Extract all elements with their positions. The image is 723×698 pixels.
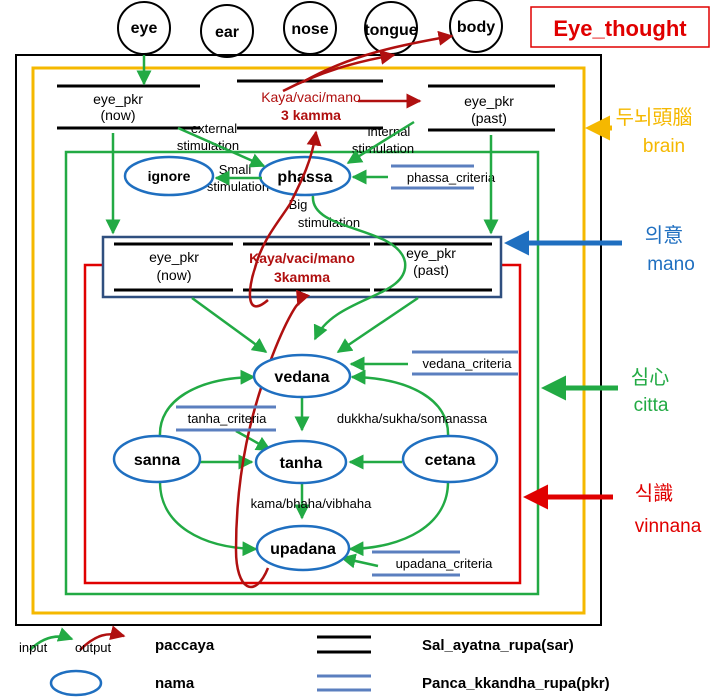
mano-box <box>101 235 503 299</box>
sense-ear-circle <box>200 4 254 58</box>
mano-kamma-to-brain-arrow <box>248 130 322 308</box>
small-stimulation-line1: Small <box>219 162 252 177</box>
tanha-criteria-label: tanha_criteria <box>188 411 268 426</box>
legend-pkr-label: Panca_kkandha_rupa(pkr) <box>422 675 610 692</box>
brain-label-line1: 두뇌頭腦 <box>616 106 693 129</box>
mano-label-line1: 의意 <box>645 224 683 247</box>
mano-kamma-line2: 3kamma <box>274 269 330 285</box>
citta-frame <box>64 150 540 596</box>
criteria-to-upadana-arrow <box>340 553 379 569</box>
upadana-label: upadana <box>270 541 336 558</box>
mano-past-to-vedana-arrow <box>336 296 419 354</box>
sense-ear-label: ear <box>215 24 239 41</box>
vedana-label: vedana <box>274 369 329 386</box>
cetana-label: cetana <box>425 452 476 469</box>
input-arrows <box>105 55 499 569</box>
brain-sar-bars <box>57 79 555 132</box>
phassa-nama-ellipse <box>258 155 352 197</box>
kamma-to-sense-arrow <box>302 30 454 84</box>
sense-eye-label: eye <box>131 20 158 37</box>
phassa-big-to-vedana-arrow <box>311 195 407 341</box>
diagram-title: Eye_thought <box>553 16 687 41</box>
big-stimulation-line1: Big <box>289 197 308 212</box>
legend-sar-label: Sal_ayatna_rupa(sar) <box>422 637 574 654</box>
brain-kamma-line2: 3 kamma <box>281 107 341 123</box>
sense-tongue-label: tongue <box>364 22 417 39</box>
citta-label-line2: citta <box>634 395 669 416</box>
phassa-label: phassa <box>277 169 332 186</box>
sanna-label: sanna <box>134 452 180 469</box>
mano-eye-pkr-now-line2: (now) <box>156 267 191 283</box>
mano-eye-pkr-past-line2: (past) <box>413 262 449 278</box>
brain-eye-pkr-now-line2: (now) <box>100 107 135 123</box>
phassa-criteria-label: phassa_criteria <box>407 170 496 185</box>
output-arrows <box>234 30 454 589</box>
citta-label-line1: 심心 <box>631 366 669 389</box>
mano-kamma-line1: Kaya/vaci/mano <box>249 250 355 266</box>
mano-eye-pkr-past-line1: eye_pkr <box>406 245 456 261</box>
vedana-nama-ellipse <box>252 353 352 399</box>
kamma-to-tongue-arrow <box>282 49 396 93</box>
legend-nama-ellipse <box>49 669 103 697</box>
outer-frame <box>15 54 602 626</box>
craving-types-label: kama/bhaha/vibhaha <box>251 496 372 511</box>
mano-eye-pkr-now-line1: eye_pkr <box>149 249 199 265</box>
sanna-to-upadana-arc <box>158 481 258 557</box>
sense-circles: eye ear nose tongue body <box>117 0 503 58</box>
sanna-to-vedana-arc <box>158 369 256 438</box>
legend-input-label: input <box>19 640 48 655</box>
internal-stimulation-line1: internal <box>368 124 411 139</box>
small-stimulation-line2: stimulation <box>207 179 269 194</box>
title-box <box>530 6 710 48</box>
cetana-to-upadana-arc <box>348 481 450 557</box>
brain-eye-pkr-now-line1: eye_pkr <box>93 91 143 107</box>
sense-nose-label: nose <box>291 21 328 38</box>
upadana-nama-ellipse <box>255 524 351 572</box>
legend-paccaya-label: paccaya <box>155 637 215 654</box>
brain-kamma-line1: Kaya/vaci/mano <box>261 89 361 105</box>
sense-body-label: body <box>457 19 495 36</box>
tanha-nama-ellipse <box>254 439 348 485</box>
brain-eye-pkr-past-line2: (past) <box>471 110 507 126</box>
brain-label-line2: brain <box>643 136 685 157</box>
vedana-criteria-label: vedana_criteria <box>423 356 513 371</box>
internal-to-phassa-arrow <box>346 120 415 165</box>
upadana-to-kamma-arrow <box>234 289 310 589</box>
upadana-criteria-label: upadana_criteria <box>396 556 494 571</box>
external-to-phassa-arrow <box>177 126 266 168</box>
vinnana-label-line2: vinnana <box>635 516 702 537</box>
feeling-types-label: dukkha/sukha/somanassa <box>337 411 488 426</box>
legend: input output paccaya nama Sal_ayatna_rup… <box>19 625 610 697</box>
sense-body-circle <box>449 0 503 53</box>
vinnana-label-line1: 식識 <box>635 482 673 505</box>
layer-labels: 두뇌頭腦 brain 의意 mano 심心 citta 식識 vinnana <box>504 106 702 537</box>
ignore-label: ignore <box>148 168 191 184</box>
sanna-nama-ellipse <box>112 434 202 484</box>
brain-eye-pkr-past-line1: eye_pkr <box>464 93 514 109</box>
mano-now-to-vedana-arrow <box>191 296 268 354</box>
legend-output-label: output <box>75 640 112 655</box>
brain-frame <box>31 66 586 615</box>
cetana-nama-ellipse <box>401 434 499 484</box>
cetana-to-vedana-arc <box>350 369 450 438</box>
criteria-to-tanha-arrow <box>235 429 272 452</box>
external-stimulation-line1: external <box>191 121 237 136</box>
ignore-nama-ellipse <box>123 155 215 197</box>
legend-output-arrow <box>79 625 126 651</box>
legend-nama-label: nama <box>155 675 195 692</box>
legend-input-arrow <box>29 627 74 651</box>
mano-label-line2: mano <box>647 254 695 275</box>
tanha-label: tanha <box>280 455 323 472</box>
